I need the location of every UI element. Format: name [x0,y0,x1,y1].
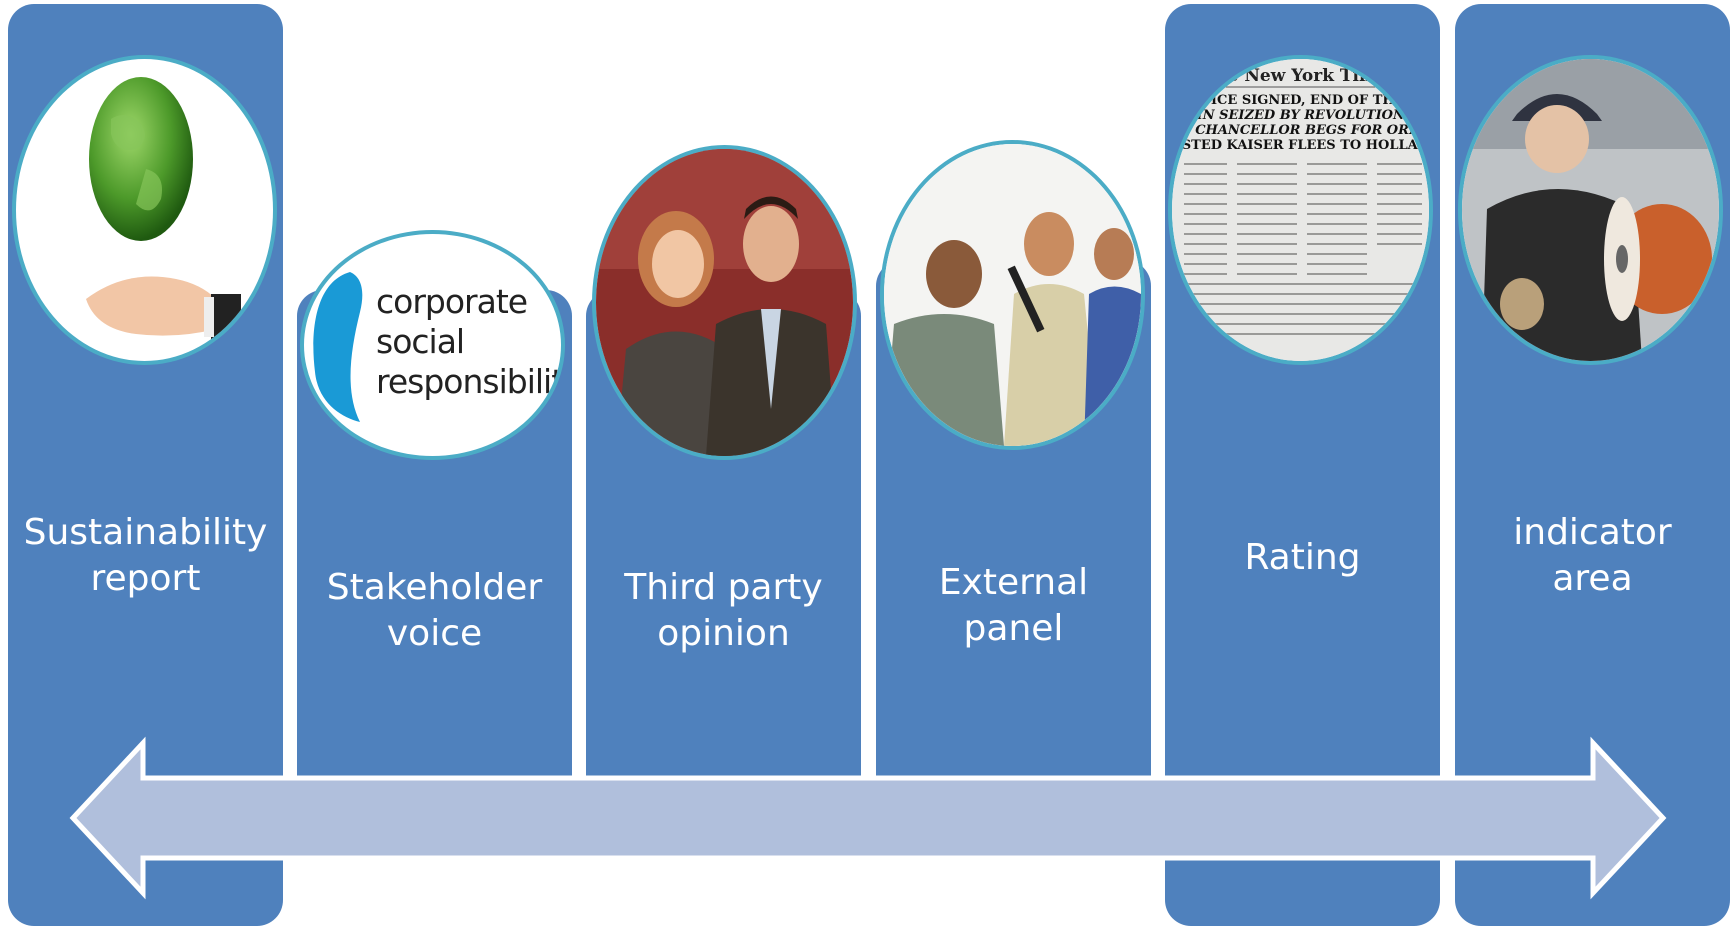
newspaper-headline-1: ARMISTICE SIGNED, END OF THE WAR! [1172,93,1429,108]
csr-line-2: social [376,322,465,361]
csr-logo-text: corporate social responsibility [376,282,565,402]
csr-line-3: responsibility [376,362,565,401]
csr-logo-image: corporate social responsibility [300,230,565,460]
speech-bubble-icon [313,272,363,422]
step-label-third-party-opinion: Third party opinion [624,567,823,654]
step-label-rating: Rating [1244,537,1361,578]
step-label-indicator-area: indicator area [1513,512,1672,599]
newspaper-headline-3: NEW CHANCELLOR BEGS FOR ORDER; [1172,123,1429,138]
newspaper-headline-2: BERLIN SEIZED BY REVOLUTIONISTS; [1172,108,1429,123]
newspaper-headline-4: OUSTED KAISER FLEES TO HOLLAND [1172,138,1429,153]
step-label-sustainability-report: Sustainability report [23,512,268,599]
people-portrait-image [592,145,857,460]
step-label-stakeholder-voice: Stakeholder voice [326,567,543,654]
newspaper-masthead: The New York Times [1203,66,1398,86]
step-label-external-panel: External panel [938,562,1089,649]
worker-image [1458,55,1723,365]
newspaper-image: The New York Times ARMISTICE SIGNED, END… [1168,55,1433,365]
globe-image [12,55,277,365]
panel-speaker-image [880,140,1145,450]
csr-line-1: corporate [376,282,528,321]
